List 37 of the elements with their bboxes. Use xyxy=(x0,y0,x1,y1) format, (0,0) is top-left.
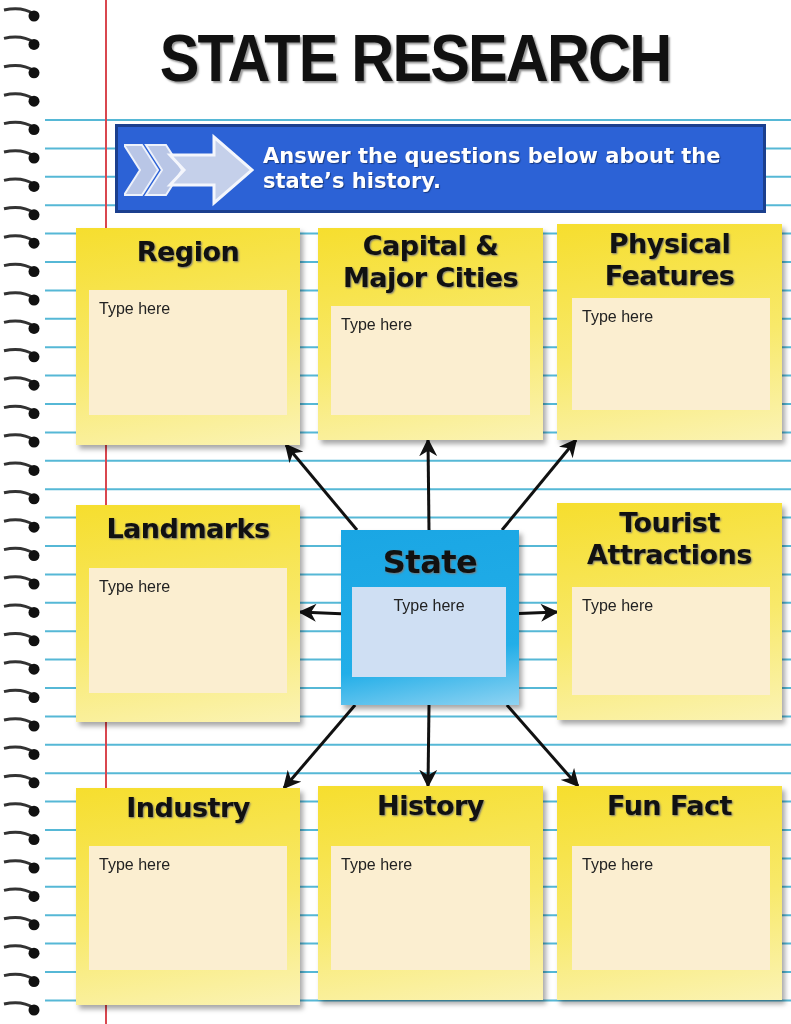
answer-box: Type here xyxy=(89,568,287,693)
sticky-note xyxy=(557,224,782,440)
sticky-note xyxy=(76,228,300,445)
answer-box: Type here xyxy=(89,290,287,415)
note-heading: State xyxy=(381,546,479,578)
note-heading: Landmarks xyxy=(105,513,271,545)
answer-box: Type here xyxy=(331,846,530,970)
note-heading: Capital & Major Cities xyxy=(341,230,520,294)
sticky-note xyxy=(76,788,300,1005)
sticky-note xyxy=(557,786,782,1000)
answer-box: Type here xyxy=(572,846,770,970)
arrow xyxy=(284,443,359,531)
arrow xyxy=(518,603,559,622)
center-sticky-note xyxy=(341,530,519,705)
sticky-note xyxy=(76,505,300,722)
arrow xyxy=(505,704,580,788)
arrow xyxy=(500,438,578,531)
note-heading: Tourist Attractions xyxy=(586,507,753,571)
note-heading: Physical Features xyxy=(603,228,736,292)
sticky-note xyxy=(557,503,782,720)
answer-box: Type here xyxy=(352,587,506,677)
note-heading: Industry xyxy=(125,792,251,824)
sticky-note xyxy=(318,228,543,440)
answer-box: Type here xyxy=(572,298,770,410)
instruction-banner xyxy=(115,124,766,213)
page-title: STATE RESEARCH xyxy=(158,20,672,97)
arrow xyxy=(419,438,438,530)
instruction-text: Answer the questions below about the state’s history. xyxy=(263,143,722,194)
arrow xyxy=(419,704,438,788)
note-heading: History xyxy=(376,790,485,822)
answer-box: Type here xyxy=(89,846,287,970)
note-heading: Fun Fact xyxy=(606,790,733,822)
note-heading: Region xyxy=(135,236,241,268)
arrow xyxy=(282,704,357,790)
sticky-note xyxy=(318,786,543,1000)
answer-box: Type here xyxy=(572,587,770,695)
answer-box: Type here xyxy=(331,306,530,415)
